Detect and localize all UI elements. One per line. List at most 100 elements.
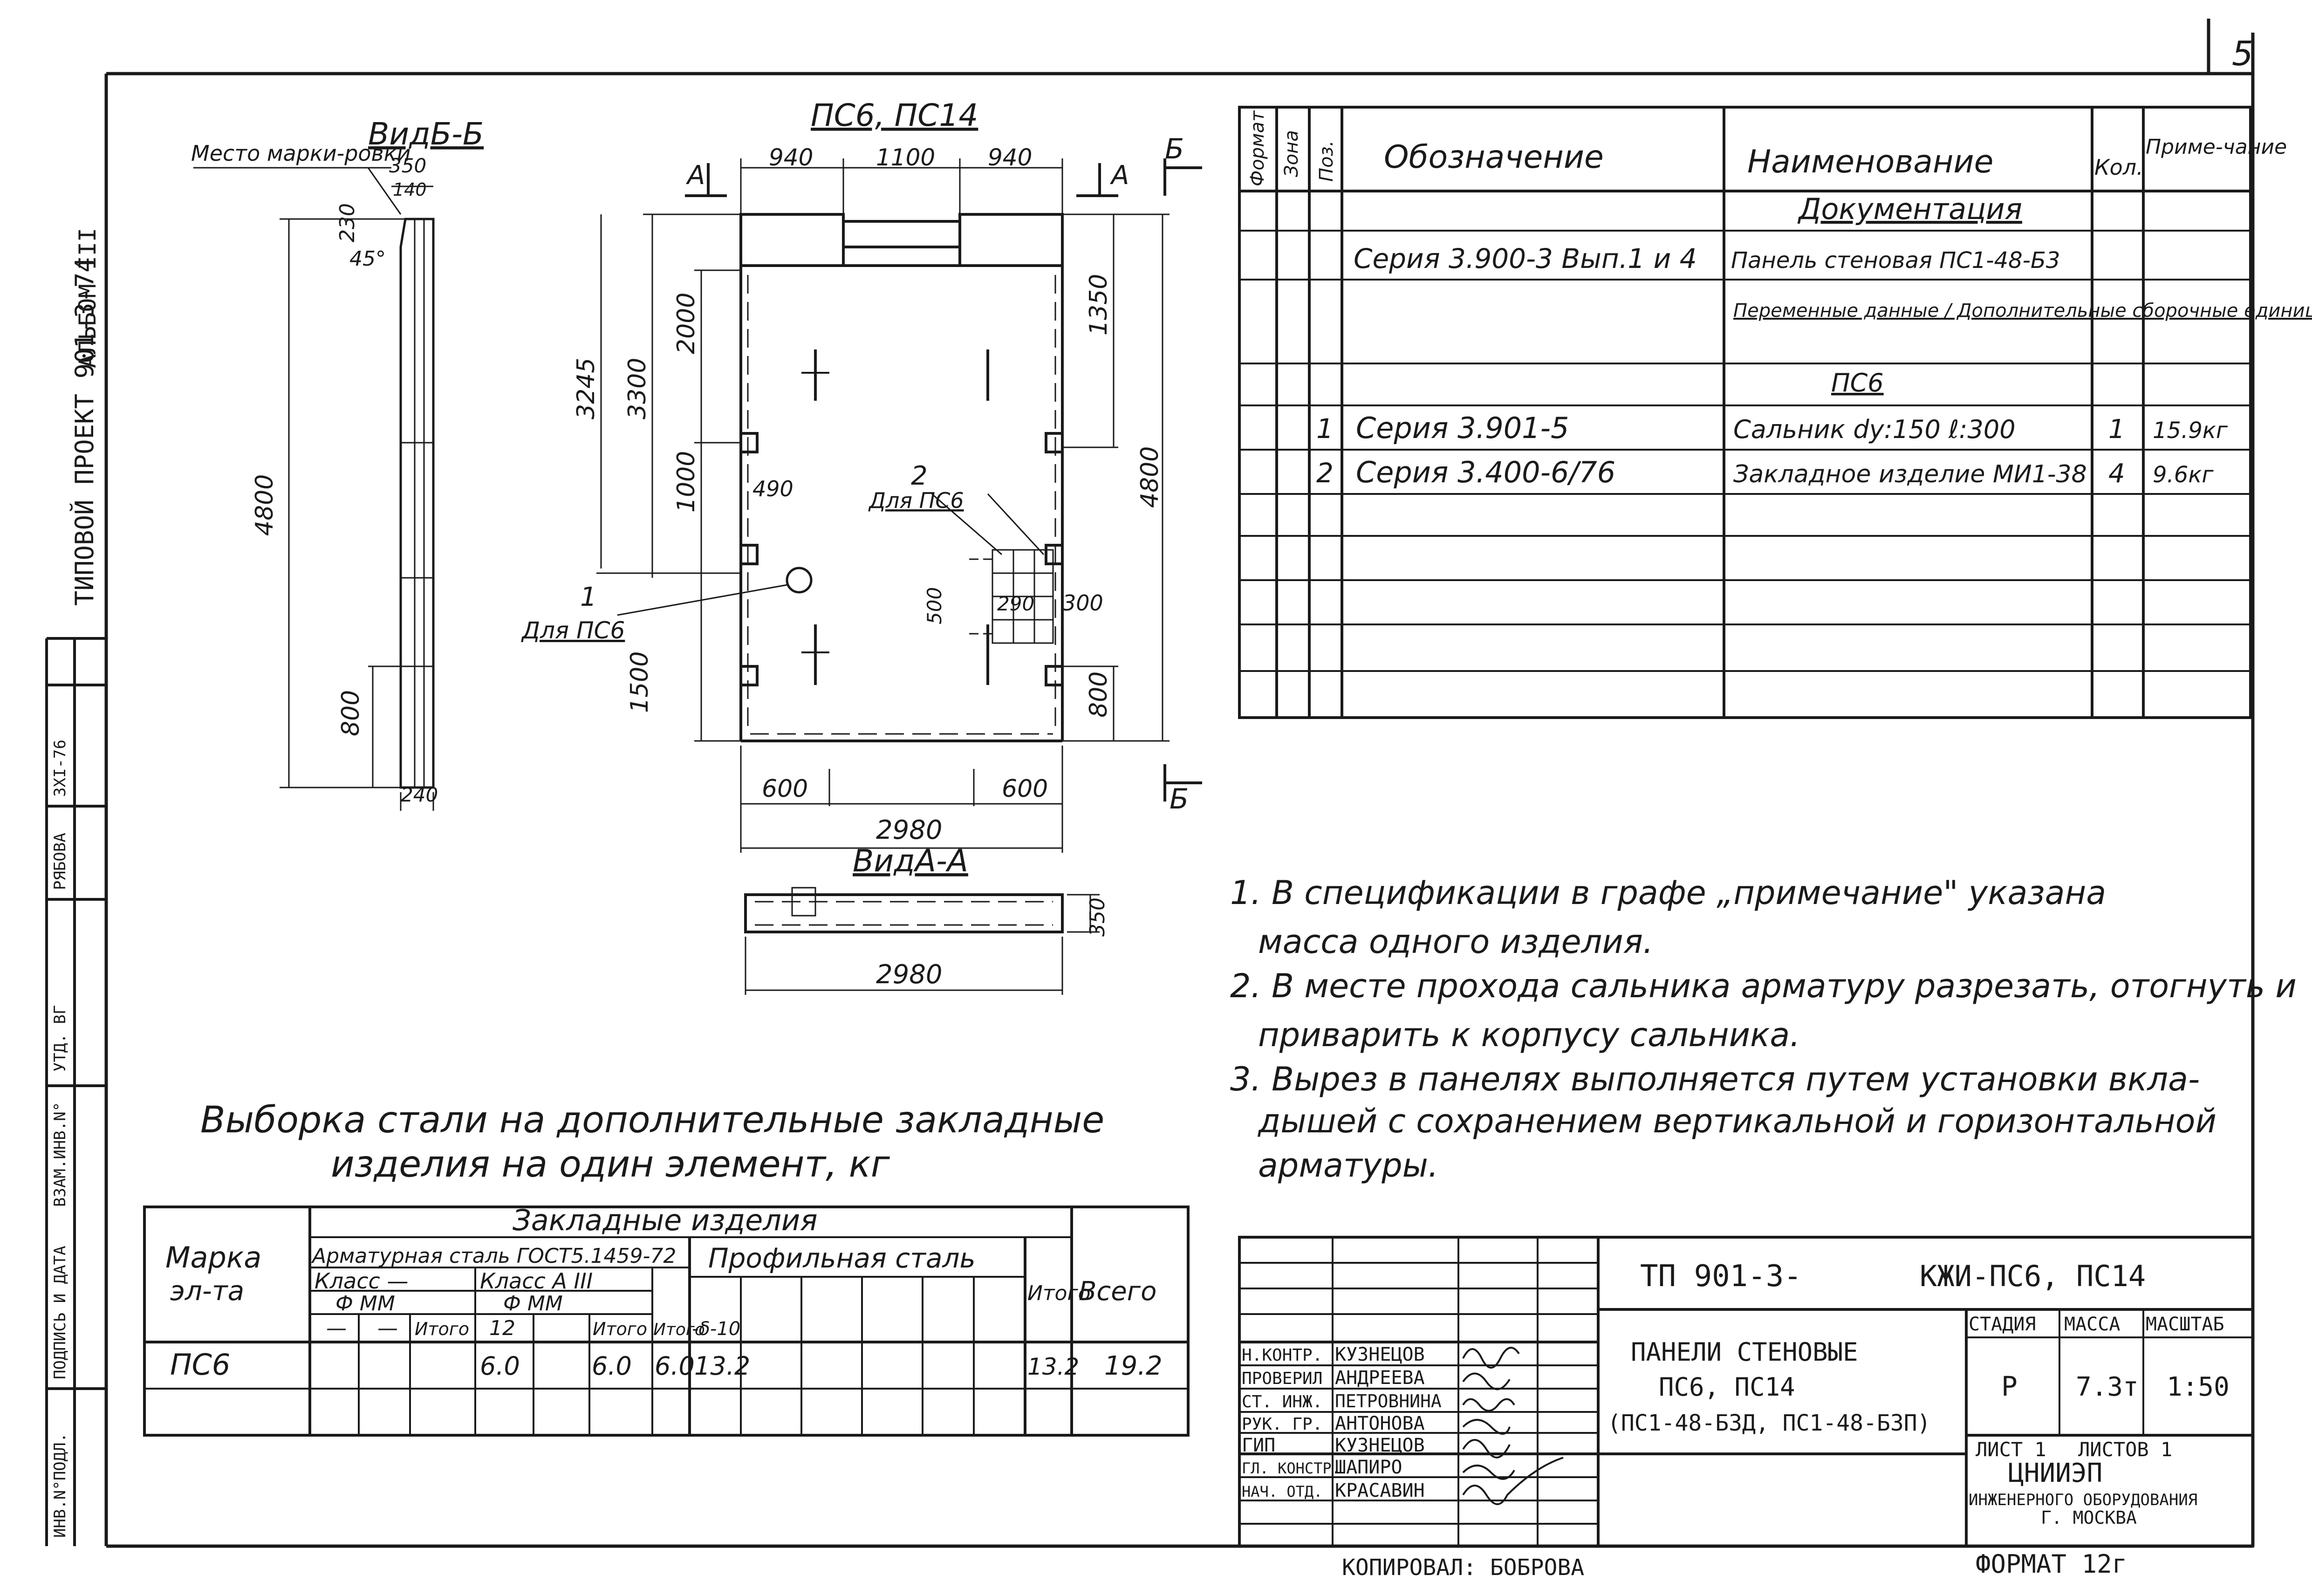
spec-r1-designation: Серия 3.900-3 Вып.1 и 4 (1354, 243, 1697, 274)
panel-elevation: ПС6, ПС14 940 1100 940 А А Б Б 3245 3300… (521, 97, 1202, 853)
item2-label: Для ПС6 (868, 488, 964, 513)
staff-role-6: НАЧ. ОТД. (1242, 1483, 1322, 1500)
tb-mass: 7.3т (2076, 1372, 2139, 1402)
dim-800-side: 800 (337, 690, 365, 736)
steel-row-itogo3: 6.0 (655, 1351, 695, 1381)
margin-name: РЯБОВА (51, 833, 69, 890)
dim-600-left: 600 (762, 775, 808, 803)
notes: 1. В спецификации в графе „примечание" у… (1230, 874, 2297, 1185)
dim-230: 230 (335, 203, 359, 242)
tb-mass-header: МАССА (2064, 1314, 2120, 1335)
dim-800-panel: 800 (1085, 671, 1113, 718)
steel-row-delta: 13.2 (694, 1351, 750, 1381)
staff-role-5: ГЛ. КОНСТР. (1242, 1459, 1341, 1477)
spec-h-name: Наименование (1747, 144, 1993, 180)
steel-h-fmm2: Ф ММ (503, 1292, 563, 1315)
dim-3300: 3300 (623, 358, 651, 419)
steel-h-mark-1: Марка (165, 1240, 261, 1274)
spec-table: Формат Зона Поз. Обозначение Наименовани… (1238, 106, 2312, 719)
staff-name-1: АНДРЕЕВА (1335, 1367, 1425, 1389)
dim-3245: 3245 (572, 358, 600, 419)
margin-vzam: ВЗАМ.ИНВ.N° (51, 1102, 69, 1207)
spec-h-note: Приме-чание (2146, 135, 2287, 159)
spec-h-format: Формат (1247, 110, 1268, 186)
steel-row-itogo2: 6.0 (592, 1351, 632, 1381)
steel-h-itogo2: Итого (593, 1319, 647, 1339)
spec-r3-name: ПС6 (1831, 368, 1884, 397)
dim-500: 500 (923, 587, 946, 624)
dim-45-angle: 45° (349, 247, 386, 271)
spec-r5-qty: 4 (2108, 459, 2125, 489)
dim-140: 140 (393, 179, 427, 200)
top-dim-1100: 1100 (876, 144, 935, 171)
tb-stage: Р (2001, 1370, 2018, 1402)
spec-h-designation: Обозначение (1384, 139, 1604, 176)
dim-4800-panel: 4800 (1136, 446, 1164, 508)
mark-place-label: Место марки-ровки (191, 141, 410, 166)
view-bb-title: ВидБ-Б (368, 116, 484, 152)
tb-scale: 1:50 (2167, 1372, 2230, 1402)
panel-title: ПС6, ПС14 (811, 97, 978, 133)
steel-row-mark: ПС6 (170, 1348, 230, 1382)
staff-role-3: РУК. ГР. (1242, 1415, 1322, 1434)
note-line-6: дышей с сохранением вертикальной и гориз… (1258, 1102, 2216, 1140)
spec-r2-name: Переменные данные / Дополнительные сборо… (1733, 300, 2312, 322)
spec-r1-name: Панель стеновая ПС1-48-Б3 (1731, 247, 2060, 274)
steel-h-total: Всего (1079, 1276, 1156, 1307)
sheet-number: 5 (2232, 34, 2253, 73)
staff-name-5: ШАПИРО (1335, 1457, 1402, 1478)
steel-h-embedded: Закладные изделия (513, 1203, 818, 1237)
steel-table: Выборка стали на дополнительные закладны… (143, 1099, 1190, 1437)
top-dim-940a: 940 (769, 144, 813, 171)
dim-600-right: 600 (1002, 775, 1048, 803)
dim-2980-panel: 2980 (876, 815, 943, 845)
steel-row-total: 19.2 (1104, 1351, 1163, 1381)
margin-utd: УТД. ВГ (51, 1005, 69, 1072)
spec-r4-pos: 1 (1316, 413, 1334, 445)
steel-row-itogo4: 13.2 (1027, 1353, 1079, 1380)
section-a-right: А (1110, 160, 1129, 191)
tb-sheets: ЛИСТОВ 1 (2078, 1438, 2172, 1461)
staff-name-6: КРАСАВИН (1335, 1480, 1425, 1501)
margin-date: 3XI-76 (51, 740, 69, 797)
view-aa-350: 350 (1086, 897, 1109, 937)
tb-code-right: КЖИ-ПС6, ПС14 (1920, 1259, 2146, 1293)
spec-r4-designation: Серия 3.901-5 (1356, 411, 1569, 445)
dim-2000: 2000 (672, 293, 700, 354)
spec-r5-note: 9.6кг (2153, 462, 2214, 488)
left-margin-stamp: ТИПОВОЙ ПРОЕКТ 901-3-74 АЛЬБОМ III ИНВ.N… (45, 228, 106, 1546)
steel-h-profile: Профильная сталь (708, 1242, 976, 1274)
spec-r5-pos: 2 (1316, 457, 1334, 489)
tb-org-1: ЦНИИЭП (2008, 1458, 2102, 1488)
tb-stage-header: СТАДИЯ (1969, 1314, 2036, 1335)
item2-number: 2 (911, 461, 928, 491)
dim-290: 290 (997, 592, 1034, 615)
view-bb: ВидБ-Б Место марки-ровки 350 140 45° 230… (191, 116, 484, 811)
section-b-top: Б (1165, 133, 1184, 165)
tb-title-2: ПС6, ПС14 (1659, 1372, 1795, 1402)
spec-r4-qty: 1 (2108, 414, 2125, 445)
margin-sign: ПОДПИСЬ И ДАТА (51, 1246, 69, 1379)
spec-r5-name: Закладное изделие МИ1-38 (1733, 460, 2087, 488)
steel-h-class1: Класс — (315, 1268, 408, 1294)
steel-h-itogo4: Итого (1027, 1281, 1091, 1305)
staff-role-2: СТ. ИНЖ. (1242, 1392, 1322, 1411)
tb-org-2: ИНЖЕНЕРНОГО ОБОРУДОВАНИЯ (1969, 1491, 2197, 1509)
note-line-3: 2. В месте прохода сальника арматуру раз… (1230, 967, 2297, 1005)
staff-role-0: Н.КОНТР. (1242, 1346, 1322, 1365)
staff-role-1: ПРОВЕРИЛ (1242, 1369, 1322, 1388)
dim-4800-side: 4800 (251, 474, 279, 536)
steel-h-delta: -δ-10 (692, 1318, 740, 1340)
steel-row-12: 6.0 (480, 1351, 520, 1381)
spec-h-pos: Поз. (1316, 140, 1337, 182)
title-block: ТП 901-3- КЖИ-ПС6, ПС14 ПАНЕЛИ СТЕНОВЫЕ … (1238, 1236, 2254, 1548)
view-aa: ВидА-А 350 2980 (744, 843, 1109, 995)
steel-h-dash1: — (326, 1316, 347, 1340)
spec-r4-name: Сальник dу:150 ℓ:300 (1733, 415, 2016, 444)
note-line-4: приварить к корпусу сальника. (1258, 1016, 1800, 1054)
steel-h-fmm1: Ф ММ (335, 1292, 395, 1315)
spec-r0-name: Документация (1797, 192, 2022, 226)
staff-name-2: ПЕТРОВНИНА (1335, 1391, 1442, 1411)
steel-h-rebar: Арматурная сталь ГОСТ5.1459-72 (311, 1244, 676, 1268)
